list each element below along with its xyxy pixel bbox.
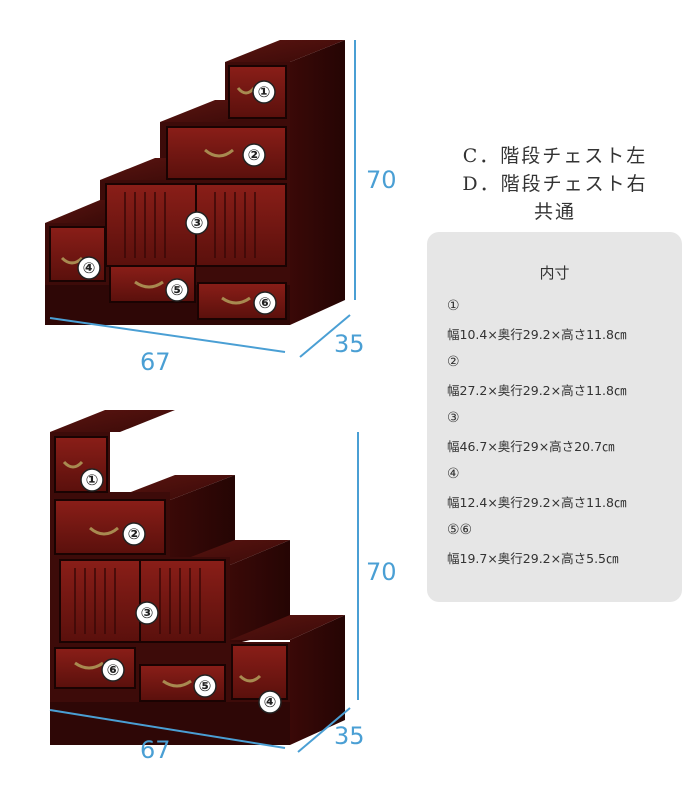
- badge-d6: ⑥: [101, 658, 125, 682]
- spec-text: 幅19.7×奥行29.2×高さ5.5㎝: [447, 551, 619, 566]
- spec-num: ③: [447, 410, 460, 426]
- badge-d4: ④: [258, 690, 282, 714]
- badge-d3: ③: [135, 601, 159, 625]
- svg-text:①: ①: [258, 83, 271, 101]
- svg-text:⑤: ⑤: [171, 281, 184, 299]
- badge-d4: ④: [77, 256, 101, 280]
- depth-line: [297, 707, 351, 753]
- heading-common: 共通: [533, 201, 576, 223]
- heading-right-chest: D．階段チェスト右: [462, 173, 648, 195]
- svg-text:⑤: ⑤: [199, 677, 212, 695]
- height-label: 70: [366, 558, 397, 586]
- width-label: 67: [140, 736, 171, 764]
- spec-text: 幅46.7×奥行29×高さ20.7㎝: [447, 439, 615, 454]
- svg-text:③: ③: [141, 604, 154, 622]
- badge-d1: ①: [80, 468, 104, 492]
- badge-d1: ①: [252, 80, 276, 104]
- chest-left-staircase: ① ② ③ ④ ⑤ ⑥: [45, 40, 356, 358]
- svg-text:②: ②: [128, 525, 141, 543]
- width-line: [49, 317, 286, 353]
- badge-d2: ②: [242, 143, 266, 167]
- svg-text:④: ④: [264, 693, 277, 711]
- width-line: [49, 709, 286, 749]
- spec-num: ⑤⑥: [447, 522, 473, 538]
- svg-text:①: ①: [86, 471, 99, 489]
- svg-text:⑥: ⑥: [107, 661, 120, 679]
- inner-size-panel: 内寸 ① 幅10.4×奥行29.2×高さ11.8㎝ ② 幅27.2×奥行29.2…: [427, 232, 682, 602]
- badge-d6: ⑥: [253, 291, 277, 315]
- badge-d3: ③: [185, 211, 209, 235]
- svg-text:⑥: ⑥: [259, 294, 272, 312]
- spec-text: 幅12.4×奥行29.2×高さ11.8㎝: [447, 495, 627, 510]
- depth-label: 35: [334, 722, 365, 750]
- badge-d5: ⑤: [165, 278, 189, 302]
- depth-line: [299, 314, 351, 358]
- svg-text:③: ③: [191, 214, 204, 232]
- badge-d2: ②: [122, 522, 146, 546]
- chest-right-staircase: ① ② ③ ④ ⑤ ⑥: [49, 410, 359, 753]
- spec-num: ①: [447, 298, 460, 314]
- badge-d5: ⑤: [193, 674, 217, 698]
- panel-title: 内寸: [539, 264, 570, 282]
- width-label: 67: [140, 348, 171, 376]
- heading-left-chest: C．階段チェスト左: [462, 145, 648, 167]
- spec-num: ②: [447, 354, 460, 370]
- spec-text: 幅10.4×奥行29.2×高さ11.8㎝: [447, 327, 627, 342]
- depth-label: 35: [334, 330, 365, 358]
- svg-text:④: ④: [83, 259, 96, 277]
- spec-text: 幅27.2×奥行29.2×高さ11.8㎝: [447, 383, 627, 398]
- height-label: 70: [366, 166, 397, 194]
- spec-num: ④: [447, 466, 460, 482]
- svg-text:②: ②: [248, 146, 261, 164]
